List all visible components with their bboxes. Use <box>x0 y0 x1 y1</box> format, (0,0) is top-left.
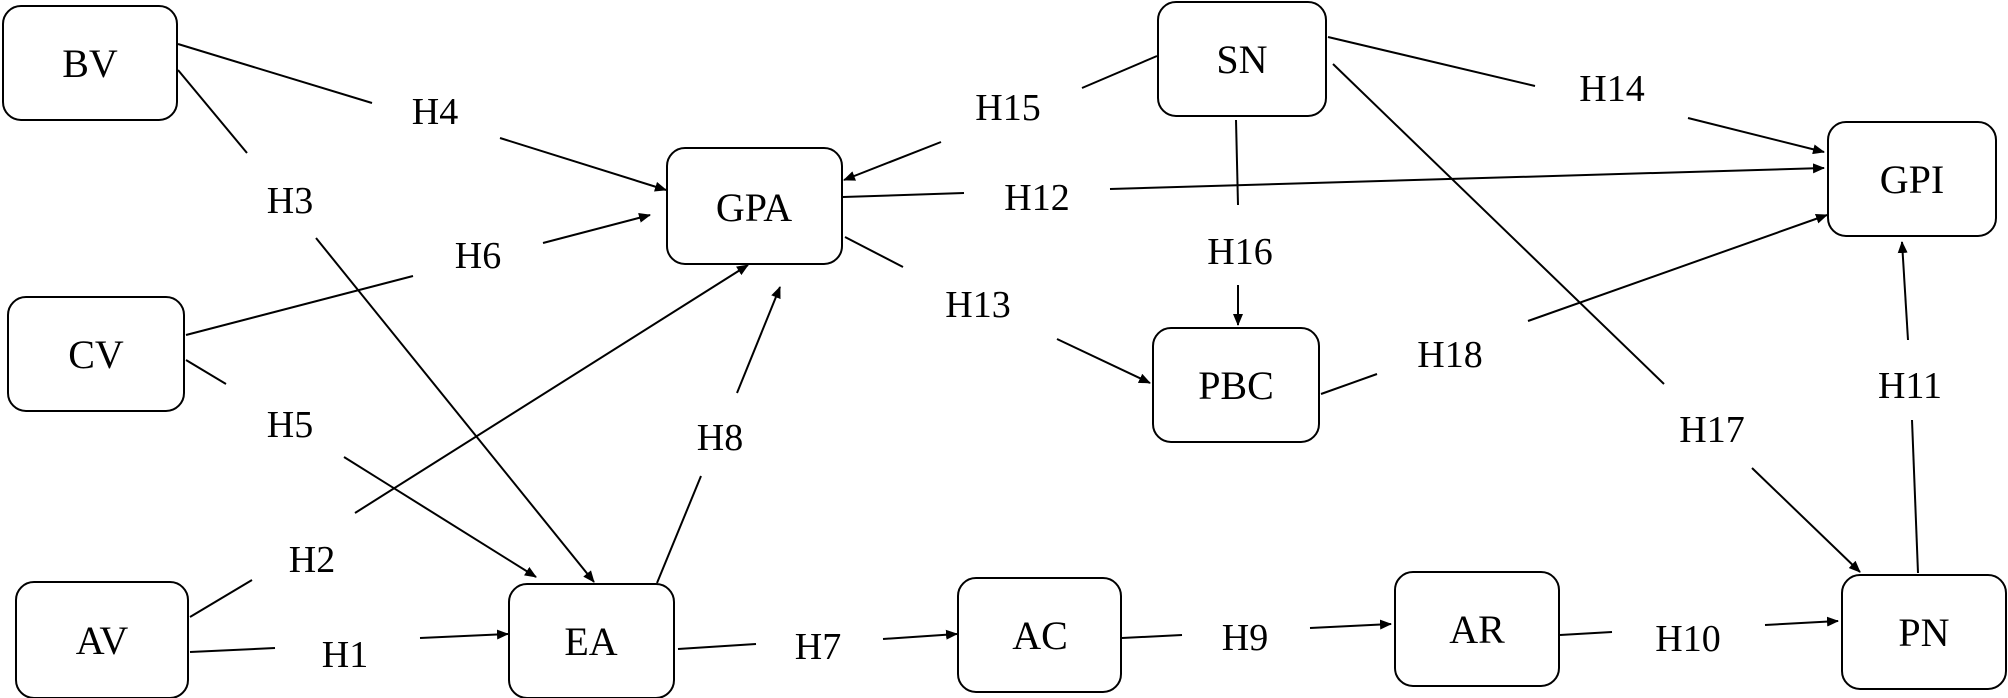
label-h1: H1 <box>322 634 368 676</box>
node-label: SN <box>1216 37 1267 82</box>
edge-h12: H12 <box>842 163 1825 219</box>
node-av: AV <box>15 581 189 698</box>
label-h17: H17 <box>1679 409 1744 451</box>
edge-h16: H16 <box>1207 119 1273 326</box>
node-label: GPA <box>716 185 792 230</box>
edge-h8: H8 <box>656 286 781 584</box>
label-h14: H14 <box>1579 68 1644 110</box>
node-ac: AC <box>957 577 1122 693</box>
edge-h5: H5 <box>185 359 537 578</box>
label-h7: H7 <box>795 626 841 668</box>
label-h2: H2 <box>289 539 335 581</box>
edge-h6: H6 <box>185 212 651 336</box>
label-h4: H4 <box>412 91 458 133</box>
label-h11: H11 <box>1878 365 1942 407</box>
label-h6: H6 <box>455 235 501 277</box>
node-label: AC <box>1012 613 1068 658</box>
node-bv: BV <box>2 5 178 121</box>
node-gpa: GPA <box>666 147 843 265</box>
node-cv: CV <box>7 296 185 412</box>
edge-h13: H13 <box>844 236 1151 384</box>
edge-h4: H4 <box>177 43 667 192</box>
label-h8: H8 <box>697 417 743 459</box>
node-label: AR <box>1449 607 1505 652</box>
label-h15: H15 <box>975 87 1040 129</box>
edge-h1: H1 <box>189 629 509 676</box>
node-label: PN <box>1898 610 1949 655</box>
node-label: EA <box>564 619 617 664</box>
edge-h9: H9 <box>1121 617 1392 659</box>
edge-h15: H15 <box>843 55 1158 181</box>
edge-h3: H3 <box>177 69 595 583</box>
edge-h18: H18 <box>1320 213 1828 395</box>
edge-h7: H7 <box>677 626 958 668</box>
label-h16: H16 <box>1207 231 1272 273</box>
node-label: PBC <box>1198 363 1274 408</box>
node-pbc: PBC <box>1152 327 1320 443</box>
edge-h14: H14 <box>1327 36 1825 155</box>
node-sn: SN <box>1157 1 1327 117</box>
node-pn: PN <box>1841 574 2007 690</box>
label-h5: H5 <box>267 404 313 446</box>
edge-h2: H2 <box>189 264 749 618</box>
label-h10: H10 <box>1655 618 1720 660</box>
label-h3: H3 <box>267 180 313 222</box>
edge-h10: H10 <box>1559 616 1839 660</box>
node-ar: AR <box>1394 571 1560 687</box>
node-ea: EA <box>508 583 675 698</box>
node-gpi: GPI <box>1827 121 1997 237</box>
label-h13: H13 <box>945 284 1010 326</box>
edge-h17: H17 <box>1332 63 1861 573</box>
node-label: BV <box>62 41 118 86</box>
label-h9: H9 <box>1222 617 1268 659</box>
label-h12: H12 <box>1004 177 1069 219</box>
label-h18: H18 <box>1417 334 1482 376</box>
node-label: GPI <box>1880 157 1944 202</box>
edge-h11: H11 <box>1878 241 1942 574</box>
node-label: CV <box>68 332 124 377</box>
node-label: AV <box>76 618 129 663</box>
